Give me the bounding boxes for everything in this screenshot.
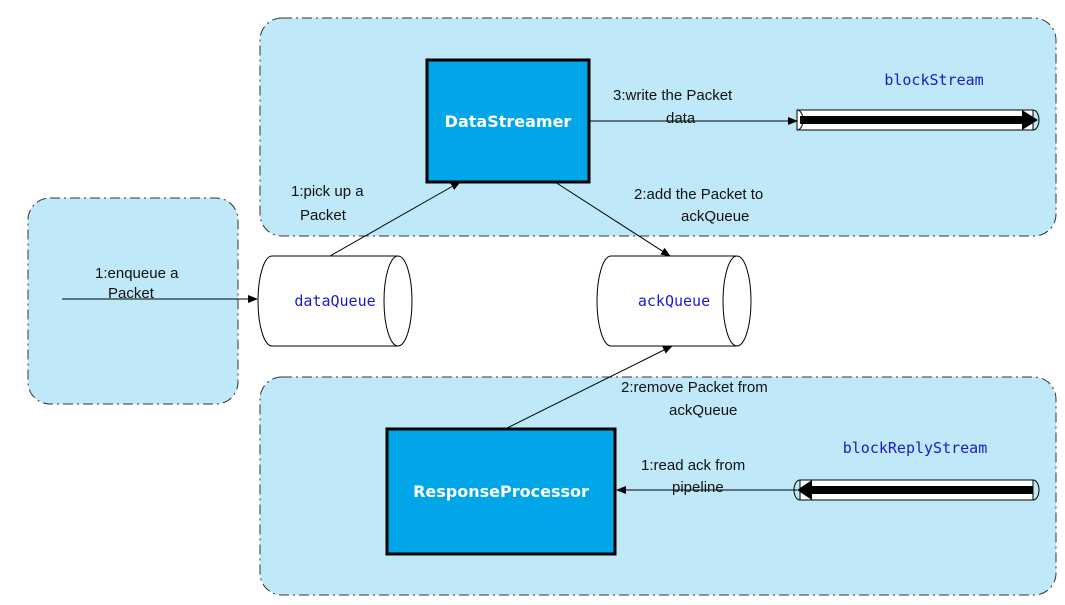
blockreplystream-label: blockReplyStream (843, 439, 988, 457)
readack-label-line1: 1:read ack from (641, 457, 745, 474)
remove-arrow (504, 345, 673, 430)
datastreamer-label: DataStreamer (445, 112, 572, 131)
remove-label-line1: 2:remove Packet from (621, 379, 768, 396)
blockstream-label: blockStream (884, 71, 983, 89)
responseprocessor-label: ResponseProcessor (413, 482, 589, 501)
blockreplystream-pipe (793, 479, 1040, 501)
pickup-arrow (329, 181, 461, 257)
add-label-line2: ackQueue (681, 208, 749, 225)
blockstream-pipe (796, 109, 1040, 131)
pickup-label-line1: 1:pick up a (291, 183, 364, 200)
ackqueue-label: ackQueue (638, 292, 710, 310)
readack-label-line2: pipeline (672, 479, 724, 496)
pickup-label-line2: Packet (300, 207, 347, 224)
remove-label-line2: ackQueue (669, 402, 737, 419)
dataqueue-cylinder (257, 255, 413, 347)
ackqueue-cylinder (596, 255, 752, 347)
write-label-line2: data (666, 110, 696, 127)
add-label-line1: 2:add the Packet to (634, 186, 763, 203)
datastreamer-box (425, 58, 591, 184)
responseprocessor-box (385, 427, 617, 556)
client-region (27, 197, 239, 405)
enqueue-label-line1: 1:enqueue a (95, 265, 179, 282)
write-label-line1: 3:write the Packet (613, 87, 733, 104)
enqueue-label-line2: Packet (108, 285, 155, 302)
add-arrow (554, 181, 671, 257)
dataqueue-label: dataQueue (294, 292, 375, 310)
